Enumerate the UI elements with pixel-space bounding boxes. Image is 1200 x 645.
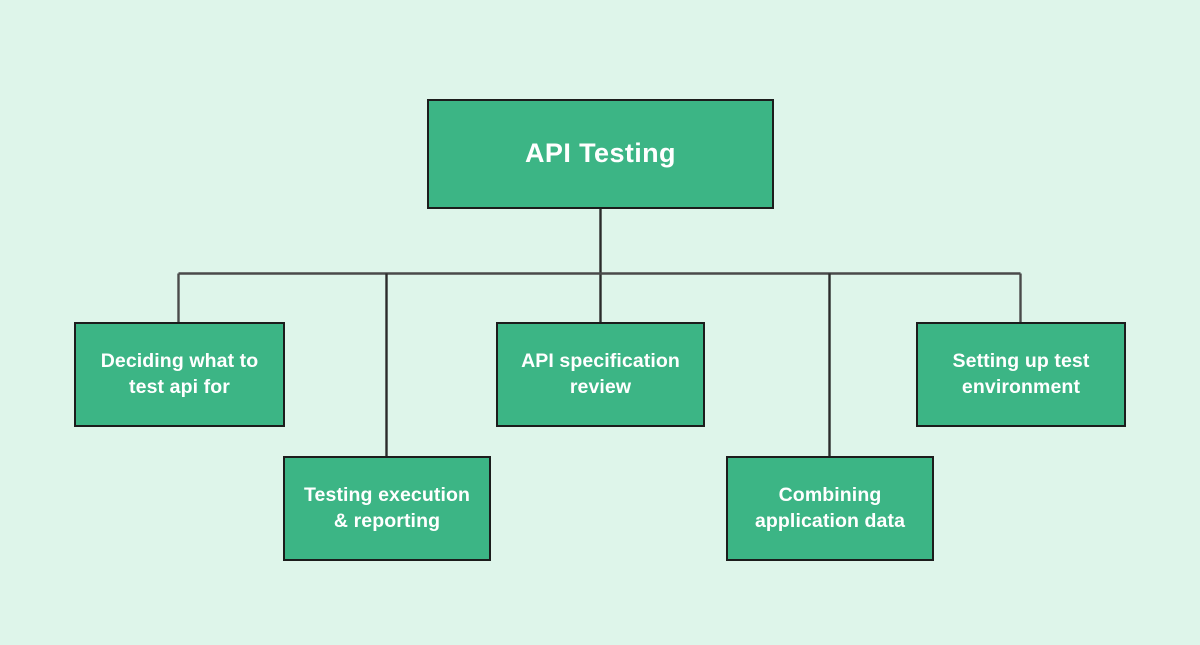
node-root-label: API Testing [525,138,676,169]
node-testing-execution-and-reporting[interactable]: Testing execution & reporting [283,456,491,561]
node-label: Combining application data [754,483,906,532]
node-api-specification-review[interactable]: API specification review [496,322,705,427]
node-deciding-what-to-test-api-for[interactable]: Deciding what to test api for [74,322,285,427]
node-label: Setting up test environment [952,349,1090,398]
node-label: Testing execution & reporting [303,483,471,532]
node-setting-up-test-environment[interactable]: Setting up test environment [916,322,1126,427]
node-root-api-testing[interactable]: API Testing [427,99,774,209]
node-label: Deciding what to test api for [100,349,259,398]
node-label: API specification review [521,349,680,398]
node-combining-application-data[interactable]: Combining application data [726,456,934,561]
